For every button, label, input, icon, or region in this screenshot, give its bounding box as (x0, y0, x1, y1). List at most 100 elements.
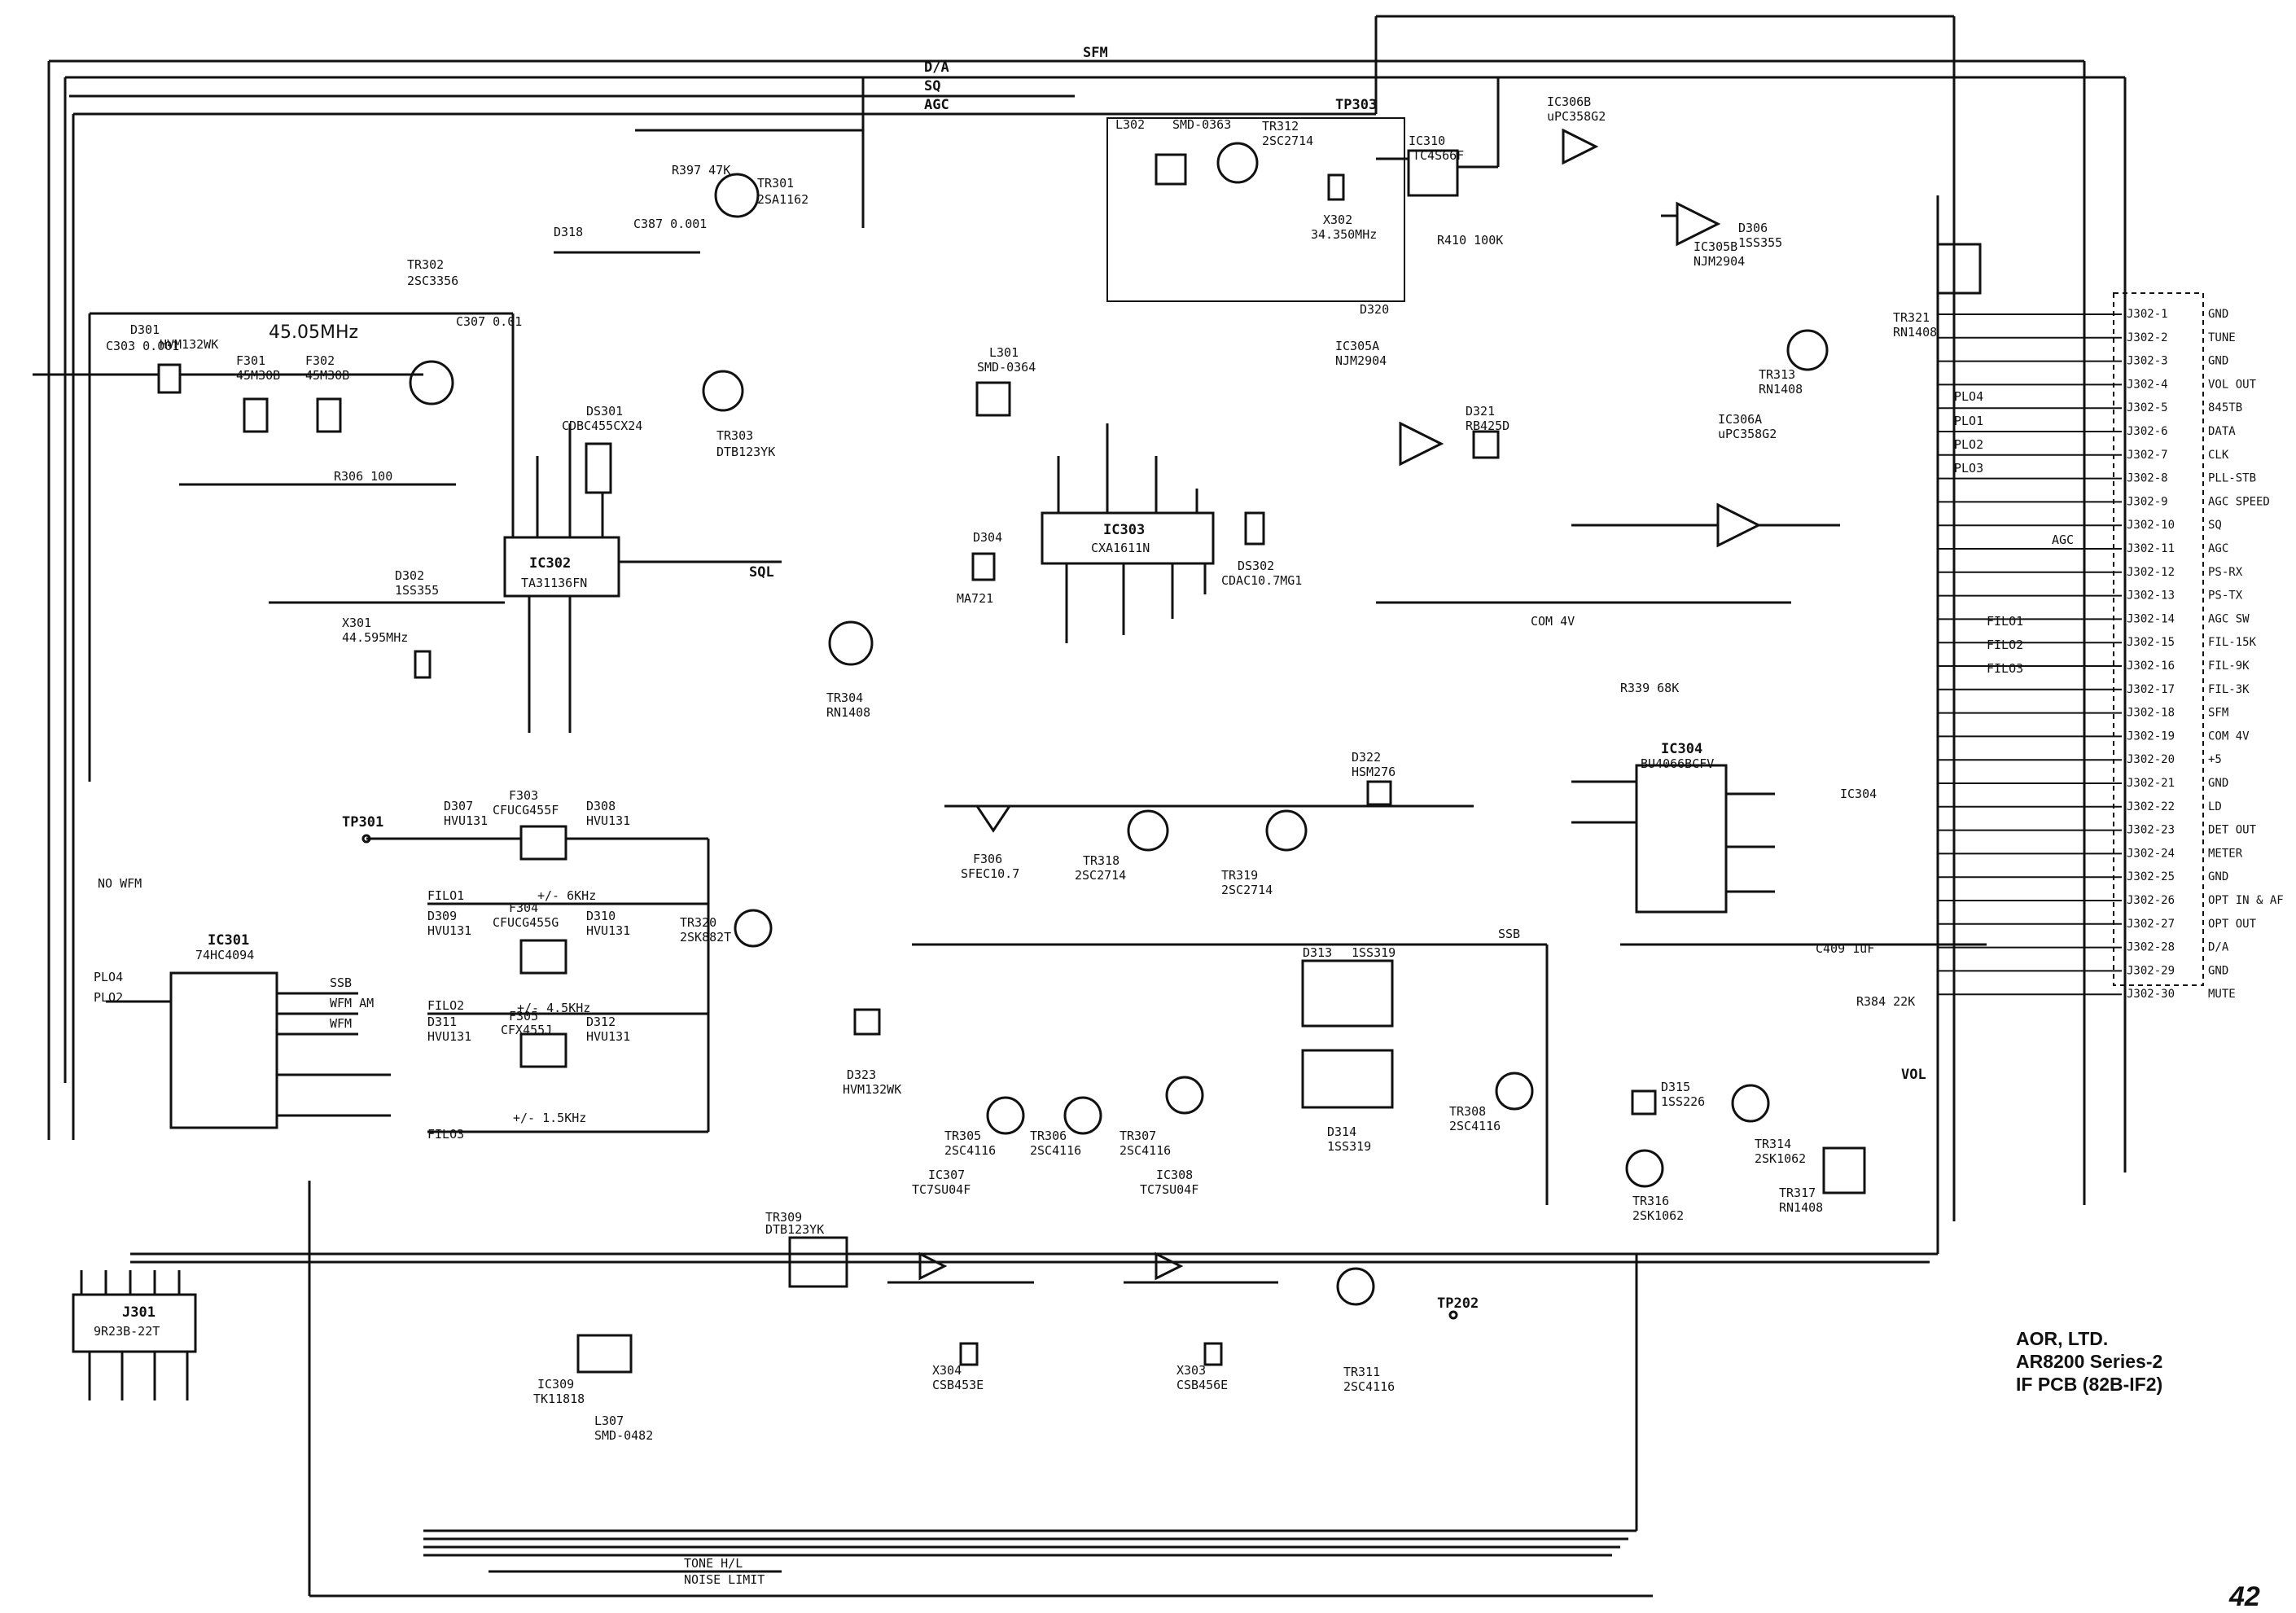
fil02-side-label: FILO2 (1987, 638, 2023, 652)
l302-part: SMD-0363 (1172, 117, 1231, 132)
tr313-label: TR313 (1759, 367, 1795, 382)
j302-pin-id: J302-24 (2127, 847, 2175, 860)
tr318-part: 2SC2714 (1075, 868, 1126, 883)
j302-pin-signal: OPT IN & AF (2208, 894, 2284, 907)
j302-pin-signal: MUTE (2208, 988, 2236, 1001)
tr318-label: TR318 (1083, 853, 1120, 868)
d320-label: D320 (1360, 302, 1389, 317)
d302-label: D302 (395, 568, 424, 583)
x302-part: 34.350MHz (1311, 227, 1377, 242)
j302-pin-id: J302-15 (2127, 636, 2175, 649)
l302-label: L302 (1115, 117, 1145, 132)
r339-label: R339 68K (1620, 681, 1679, 695)
d307-label: D307 (444, 799, 473, 813)
da-label: D/A (924, 59, 949, 76)
j302-pin-signal: METER (2208, 847, 2243, 860)
tr301-part: 2SA1162 (757, 192, 808, 207)
j302-pin-signal: AGC SW (2208, 612, 2250, 625)
title-block: AOR, LTD. AR8200 Series-2 IF PCB (82B-IF… (2016, 1327, 2260, 1396)
ic306a-part: uPC358G2 (1718, 427, 1777, 441)
fil02-label: FILO2 (427, 998, 464, 1013)
tr304-label: TR304 (826, 690, 863, 705)
f302-part: 45M30B (305, 368, 349, 383)
ic301-label: IC301 (208, 932, 249, 949)
d306-label: D306 (1738, 221, 1768, 235)
j302-pin-id: J302-26 (2127, 894, 2175, 907)
tr306-part: 2SC4116 (1030, 1143, 1081, 1158)
tr307-part: 2SC4116 (1120, 1143, 1171, 1158)
agc-amp-section: IC305A NJM2904 D321 RB425D D320 IC306A u… (1335, 302, 1840, 629)
ic304-block: IC304 BU4066BCFV IC304 R339 68K (1571, 681, 1877, 914)
j302-pin-id: J302-17 (2127, 683, 2175, 696)
d315-part: 1SS226 (1661, 1094, 1705, 1109)
company-name: AOR, LTD. (2016, 1328, 2109, 1349)
j302-pin-id: J302-28 (2127, 941, 2175, 954)
fil01-label: FILO1 (427, 888, 464, 903)
ic305a-part: NJM2904 (1335, 353, 1387, 368)
tr303-label: TR303 (716, 428, 753, 443)
filter-bank: TP301 F303 CFUCG455F +/- 6KHz F304 CFUCG… (342, 788, 901, 1142)
j302-pin-id: J302-27 (2127, 918, 2175, 931)
j302-pin-id: J302-13 (2127, 590, 2175, 603)
l301-part: SMD-0364 (977, 360, 1036, 375)
j302-pin-id: J302-18 (2127, 707, 2175, 720)
j302-pin-id: J302-30 (2127, 988, 2175, 1001)
tr314-label: TR314 (1755, 1137, 1791, 1151)
ic304-part: BU4066BCFV (1641, 756, 1714, 771)
x304-label: X304 (932, 1363, 962, 1378)
tr320-label: TR320 (680, 915, 716, 930)
j302-pin-signal: FIL-3K (2208, 683, 2250, 696)
ssb-label: SSB (330, 975, 352, 990)
j302-pin-id: J302-21 (2127, 777, 2175, 790)
tr316-part: 2SK1062 (1632, 1208, 1684, 1223)
j302-pin-signal: SQ (2208, 519, 2222, 532)
tr317-label: TR317 (1779, 1186, 1816, 1200)
d302-part: 1SS355 (395, 583, 439, 598)
j302-pin-signal: D/A (2208, 941, 2229, 954)
page-number: 42 (2229, 1581, 2260, 1612)
x301-label: X301 (342, 616, 371, 630)
tr319-label: TR319 (1221, 868, 1258, 883)
d313-part: 1SS319 (1352, 945, 1396, 960)
l307-label: L307 (594, 1414, 624, 1428)
j301-label: J301 (122, 1304, 156, 1321)
tr307-label: TR307 (1120, 1129, 1156, 1143)
ic310-label: IC310 (1409, 134, 1445, 148)
sql-label: SQL (749, 564, 774, 581)
model-name: AR8200 Series-2 (2016, 1351, 2163, 1372)
tr301-section: TR301 2SA1162 R397 47K D318 C387 0.001 (554, 77, 865, 254)
j302-pin-signal: FIL-15K (2208, 636, 2257, 649)
plo2-left: PLO2 (94, 990, 123, 1005)
tr308-part: 2SC4116 (1449, 1119, 1501, 1133)
j302-pin-signal: FIL-9K (2208, 660, 2250, 673)
tr304-part: RN1408 (826, 705, 870, 720)
r306-label: R306 100 (334, 469, 392, 484)
j302-pin-id: J302-19 (2127, 730, 2175, 743)
j301-part: 9R23B-22T (94, 1324, 160, 1339)
d313-label: D313 (1303, 945, 1332, 960)
tr317-part: RN1408 (1779, 1200, 1823, 1215)
d301-part: HVM132WK (160, 337, 218, 352)
bw-6k: +/- 6KHz (537, 888, 596, 903)
ic305b-part: NJM2904 (1694, 254, 1745, 269)
second-local-section: L302 SMD-0363 TR312 2SC2714 X302 34.350M… (1106, 77, 1982, 397)
j302-pin-signal: OPT OUT (2208, 918, 2257, 931)
j302-pin-id: J302-22 (2127, 800, 2175, 813)
j302-pin-id: J302-2 (2127, 331, 2168, 344)
ic305b-label: IC305B (1694, 239, 1737, 254)
ic306b-label: IC306B (1547, 94, 1591, 109)
c409-label: C409 1uF (1816, 941, 1874, 956)
ic302-block: IC302 TA31136FN DS301 CDBC455CX24 SQL TR… (269, 370, 782, 733)
j302-pin-signal: GND (2208, 777, 2228, 790)
tr321-label: TR321 (1893, 310, 1930, 325)
fil03-side-label: FILO3 (1987, 661, 2023, 676)
j302-pin-signal: LD (2208, 800, 2222, 813)
d308-label: D308 (586, 799, 616, 813)
f306-part: SFEC10.7 (961, 866, 1019, 881)
d321-label: D321 (1466, 404, 1495, 419)
vol-section: C409 1uF R384 22K VOL TR314 2SK1062 TR31… (1620, 941, 1987, 1223)
plo3-label: PLO3 (1954, 461, 1983, 476)
f302-label: F302 (305, 353, 335, 368)
af-amp-section: TR305 2SC4116 TR306 2SC4116 TR307 2SC411… (912, 927, 1549, 1205)
c303-label: C303 0.001 (106, 339, 179, 353)
